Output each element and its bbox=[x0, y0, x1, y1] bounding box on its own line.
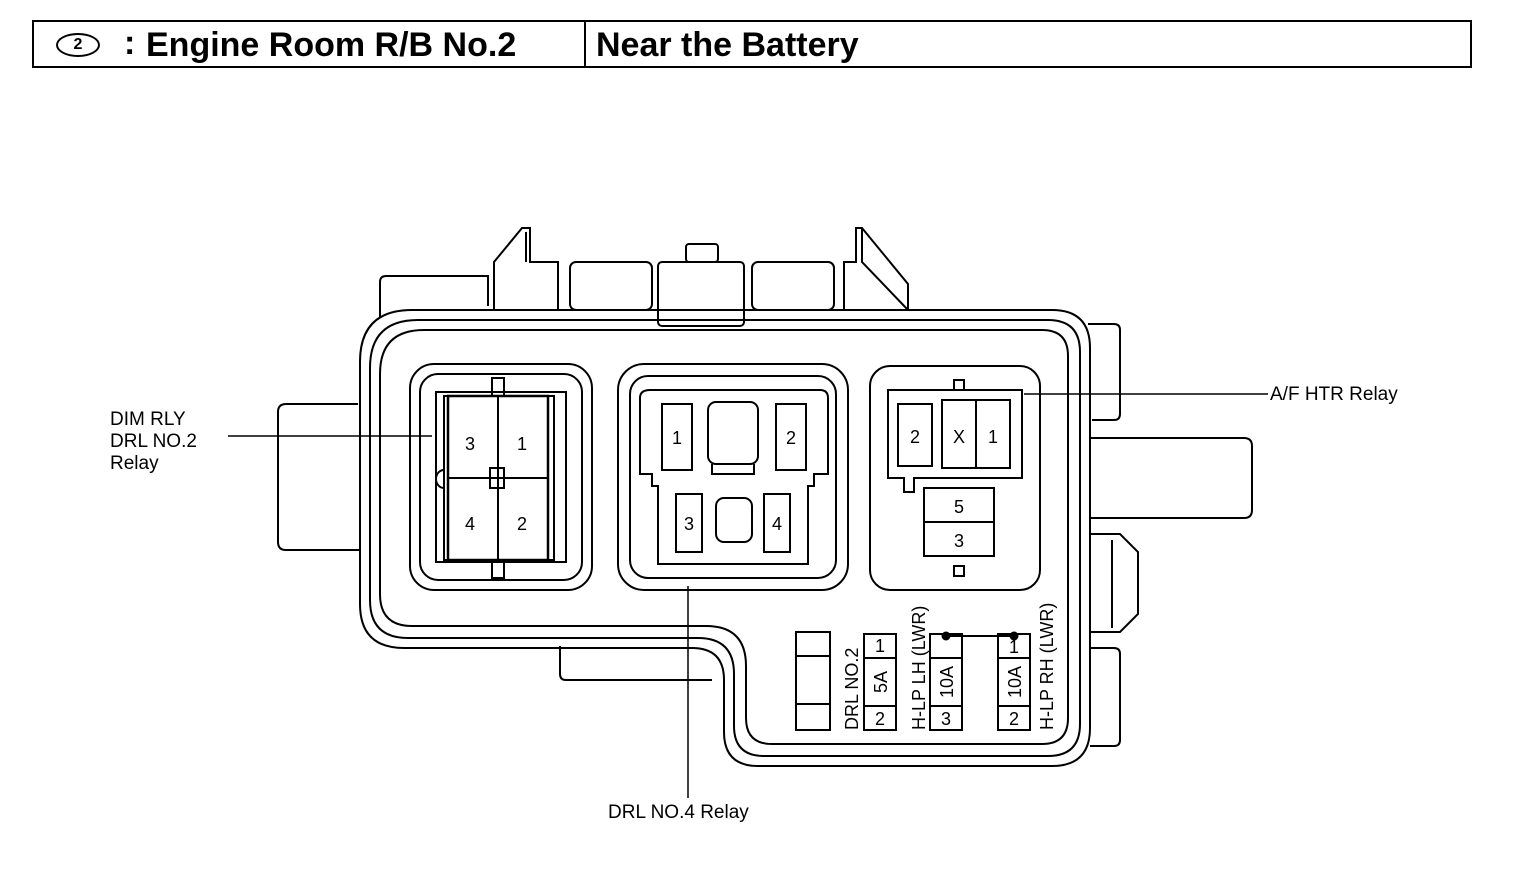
relay-right-pin: 1 bbox=[988, 427, 998, 447]
relay-right-pin: 3 bbox=[954, 531, 964, 551]
fuse-jumper-wire bbox=[941, 631, 1019, 641]
relay-left bbox=[409, 363, 593, 591]
location-number-badge: 2 bbox=[56, 33, 100, 57]
location-description: Near the Battery bbox=[596, 26, 859, 64]
fuse-hlp-rh-name: H-LP RH (LWR) bbox=[1037, 603, 1057, 730]
fuse-hlp-lh-amp: 10A bbox=[937, 666, 957, 698]
relay-left-pin: 3 bbox=[465, 434, 475, 454]
top-tabs bbox=[379, 227, 909, 327]
fuse-drl-no2-name: DRL NO.2 bbox=[842, 648, 862, 730]
relay-center-pin: 2 bbox=[786, 428, 796, 448]
relay-center-pin: 4 bbox=[772, 514, 782, 534]
fuse-hlp-lh-name: H-LP LH (LWR) bbox=[909, 606, 929, 730]
right-side-tabs bbox=[1088, 323, 1253, 747]
dim-relay-label-line1: DIM RLY bbox=[110, 409, 186, 430]
relay-right-pin: 5 bbox=[954, 497, 964, 517]
header-divider bbox=[584, 22, 586, 66]
fuse-spare-slots bbox=[795, 631, 831, 731]
relay-center bbox=[617, 363, 849, 591]
fuse-hlp-rh-pin-bottom: 2 bbox=[1009, 709, 1019, 729]
af-htr-relay-label: A/F HTR Relay bbox=[1270, 384, 1398, 405]
relay-left-pin: 4 bbox=[465, 514, 475, 534]
bottom-tab bbox=[559, 646, 712, 681]
relay-right-pin: 2 bbox=[910, 427, 920, 447]
relay-right-pin: X bbox=[953, 427, 965, 447]
housing-outline bbox=[359, 309, 1091, 767]
dim-relay-label-line3: Relay bbox=[110, 453, 159, 474]
fuse-drl-no2 bbox=[863, 633, 897, 731]
drl-no4-relay-label: DRL NO.4 Relay bbox=[608, 802, 749, 823]
fuse-hlp-rh-amp: 10A bbox=[1005, 666, 1025, 698]
fuse-hlp-lh-pin-bottom: 3 bbox=[941, 709, 951, 729]
left-side-tab bbox=[277, 403, 360, 551]
header-colon: : bbox=[124, 24, 136, 62]
relay-right bbox=[869, 365, 1041, 591]
relay-left-pin: 2 bbox=[517, 514, 527, 534]
fuse-drl-no2-pin-bottom: 2 bbox=[875, 709, 885, 729]
fuse-hlp-rh-pin-top: 1 bbox=[1009, 637, 1019, 657]
header-bar: 2 : Engine Room R/B No.2 Near the Batter… bbox=[32, 20, 1472, 68]
location-name: Engine Room R/B No.2 bbox=[146, 26, 517, 64]
leader-lines bbox=[228, 393, 1268, 798]
relay-left-pin: 1 bbox=[517, 434, 527, 454]
relay-center-pin: 1 bbox=[672, 428, 682, 448]
dim-relay-label-line2: DRL NO.2 bbox=[110, 431, 197, 452]
relay-center-pin: 3 bbox=[684, 514, 694, 534]
fuse-drl-no2-pin-top: 1 bbox=[875, 636, 885, 656]
fuse-drl-no2-amp: 5A bbox=[871, 671, 891, 693]
